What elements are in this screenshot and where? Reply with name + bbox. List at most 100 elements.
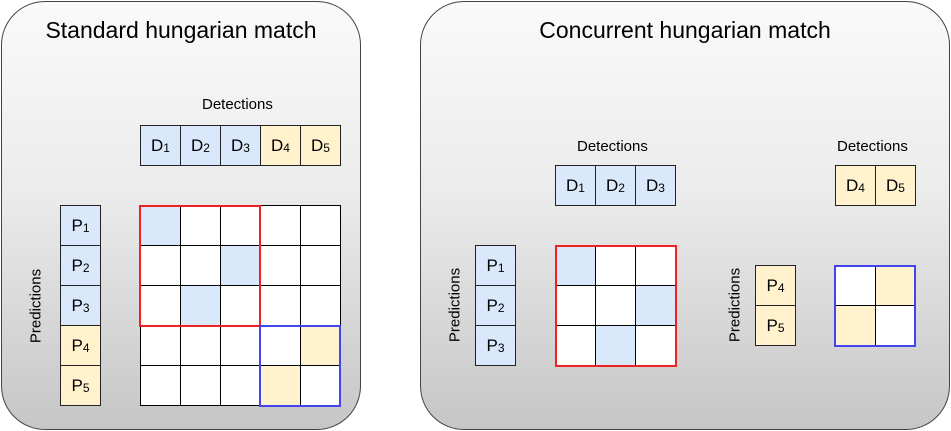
right-a-matrix-cell-r2-c1: [555, 285, 596, 326]
left-detection-d5-letter: D: [311, 135, 324, 155]
right-a-prediction-p3-index: 3: [497, 340, 505, 355]
left-detection-d3-letter: D: [231, 135, 244, 155]
left-matrix-cell-r5-c5: [300, 365, 341, 406]
left-matrix-cell-r1-c3: [220, 205, 261, 246]
right-a-matrix-cell-r2-c3: [635, 285, 676, 326]
right-b-matrix-cell-r2-c2: [875, 305, 916, 346]
right-a-detection-d2-letter: D: [606, 175, 619, 195]
left-matrix-cell-r1-c4: [260, 205, 301, 246]
right-a-matrix-cell-r1-c1: [555, 245, 596, 286]
right-a-matrix-cell-r3-c3: [635, 325, 676, 366]
right-b-detections-label: Detections: [837, 138, 908, 155]
left-matrix-cell-r2-c1: [140, 245, 181, 286]
left-prediction-p1-letter: P: [71, 215, 83, 235]
right-a-prediction-p1-letter: P: [486, 255, 498, 275]
left-matrix-cell-r4-c2: [180, 325, 221, 366]
left-matrix-cell-r2-c5: [300, 245, 341, 286]
left-predictions-label: Predictions: [27, 268, 45, 344]
right-a-matrix-cell-r3-c1: [555, 325, 596, 366]
right-b-detection-d5-index: 5: [898, 180, 905, 195]
right-b-matrix-cell-r2-c1: [835, 305, 876, 346]
left-prediction-p4-letter: P: [71, 335, 83, 355]
left-matrix-cell-r5-c3: [220, 365, 261, 406]
right-b-matrix-cell-r1-c2: [875, 265, 916, 306]
left-prediction-p5-index: 5: [82, 380, 90, 395]
standard-match-title: Standard hungarian match: [45, 17, 317, 43]
right-a-prediction-p3-letter: P: [486, 335, 498, 355]
left-matrix-cell-r2-c4: [260, 245, 301, 286]
right-b-detection-d5-letter: D: [886, 175, 899, 195]
left-matrix-cell-r3-c5: [300, 285, 341, 326]
left-matrix-cell-r4-c3: [220, 325, 261, 366]
left-detection-d1-letter: D: [151, 135, 164, 155]
left-detection-d2-letter: D: [191, 135, 204, 155]
left-matrix-cell-r4-c5: [300, 325, 341, 366]
right-a-detection-d3-letter: D: [646, 175, 659, 195]
left-matrix-cell-r5-c4: [260, 365, 301, 406]
right-a-matrix-cell-r3-c2: [595, 325, 636, 366]
right-a-detections-label: Detections: [577, 138, 648, 155]
left-matrix-cell-r1-c1: [140, 205, 181, 246]
left-detection-d1-index: 1: [163, 140, 170, 155]
right-b-detection-d4-index: 4: [858, 180, 865, 195]
right-a-predictions-label: Predictions: [446, 267, 464, 343]
right-a-matrix-cell-r2-c2: [595, 285, 636, 326]
right-b-prediction-p4-index: 4: [777, 280, 785, 295]
left-detection-d5-index: 5: [323, 140, 330, 155]
left-prediction-p3-index: 3: [82, 300, 90, 315]
right-b-matrix-cell-r1-c1: [835, 265, 876, 306]
left-detection-d4-letter: D: [271, 135, 284, 155]
right-a-matrix-cell-r1-c2: [595, 245, 636, 286]
left-matrix-cell-r2-c2: [180, 245, 221, 286]
right-a-prediction-p1-index: 1: [497, 260, 505, 275]
left-detection-d4-index: 4: [283, 140, 290, 155]
left-matrix-cell-r3-c4: [260, 285, 301, 326]
right-b-prediction-p5-index: 5: [777, 320, 785, 335]
right-a-detection-d1-letter: D: [566, 175, 579, 195]
left-matrix-cell-r4-c1: [140, 325, 181, 366]
left-matrix-cell-r5-c1: [140, 365, 181, 406]
left-matrix-cell-r3-c1: [140, 285, 181, 326]
right-b-detection-d4-letter: D: [846, 175, 859, 195]
right-b-predictions-label: Predictions: [726, 267, 744, 343]
concurrent-match-title: Concurrent hungarian match: [539, 17, 831, 43]
left-matrix-cell-r3-c3: [220, 285, 261, 326]
left-prediction-p3-letter: P: [71, 295, 83, 315]
right-a-prediction-p2-index: 2: [497, 300, 505, 315]
left-matrix-cell-r5-c2: [180, 365, 221, 406]
left-detections-label: Detections: [202, 96, 273, 113]
right-a-detection-d1-index: 1: [578, 180, 585, 195]
left-detection-d2-index: 2: [203, 140, 210, 155]
right-a-matrix-cell-r1-c3: [635, 245, 676, 286]
right-a-detection-d2-index: 2: [618, 180, 625, 195]
right-b-prediction-p4-letter: P: [766, 275, 778, 295]
left-detection-d3-index: 3: [243, 140, 250, 155]
left-prediction-p2-letter: P: [71, 255, 83, 275]
right-a-prediction-p2-letter: P: [486, 295, 498, 315]
right-b-prediction-p5-letter: P: [766, 315, 778, 335]
left-matrix-cell-r3-c2: [180, 285, 221, 326]
left-matrix-cell-r1-c5: [300, 205, 341, 246]
left-matrix-cell-r1-c2: [180, 205, 221, 246]
left-prediction-p5-letter: P: [71, 375, 83, 395]
